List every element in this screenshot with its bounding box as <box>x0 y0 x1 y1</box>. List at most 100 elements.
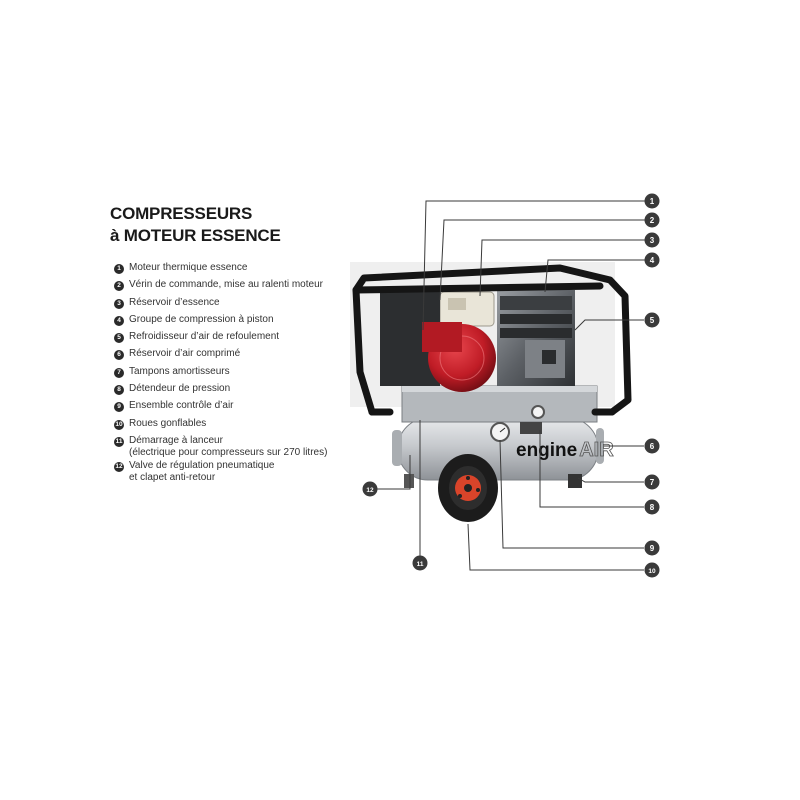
legend-text-line: Tampons amortisseurs <box>129 365 230 377</box>
callout-marker: 4 <box>644 252 660 268</box>
legend-text: Détendeur de pression <box>129 383 230 396</box>
legend-text: Refroidisseur d’air de refoulement <box>129 331 279 344</box>
legend-text-line: Roues gonflables <box>129 417 207 429</box>
legend-item: 3 Réservoir d’essence <box>114 297 374 314</box>
legend-text: Groupe de compression à piston <box>129 314 274 327</box>
petrol-engine <box>380 290 496 392</box>
legend-item: 4 Groupe de compression à piston <box>114 314 374 331</box>
legend-text: Ensemble contrôle d’air <box>129 400 234 413</box>
callout-circle <box>362 481 378 497</box>
callout-marker: 6 <box>644 438 660 454</box>
legend-item: 9 Ensemble contrôle d’air <box>114 400 374 417</box>
callout-circle <box>644 212 660 228</box>
callout-marker: 7 <box>644 474 660 490</box>
callout-marker: 8 <box>644 499 660 515</box>
callout-circle <box>644 193 660 209</box>
legend-text: Démarrage à lanceur(électrique pour comp… <box>129 435 327 460</box>
callout-number: 6 <box>650 442 655 451</box>
legend-text-line: Réservoir d’air comprimé <box>129 348 241 360</box>
foot-damper <box>568 474 582 488</box>
diagram-title: COMPRESSEURS à MOTEUR ESSENCE <box>110 203 370 247</box>
air-control-assembly <box>490 405 545 442</box>
callout-circle <box>644 499 660 515</box>
legend-item: 8 Détendeur de pression <box>114 383 374 400</box>
callout-number: 4 <box>650 256 655 265</box>
leader-lines <box>376 200 647 571</box>
legend-text-line: Groupe de compression à piston <box>129 313 274 325</box>
legend-number-badge: 3 <box>114 298 124 309</box>
legend-text-line: Refroidisseur d’air de refoulement <box>129 331 280 343</box>
legend-item: 7 Tampons amortisseurs <box>114 366 374 383</box>
callout-circle <box>412 555 428 571</box>
legend-item: 1 Moteur thermique essence <box>114 262 374 279</box>
callout-circle <box>644 562 660 578</box>
brand-word: engine <box>516 440 577 461</box>
legend-number-badge: 4 <box>114 315 124 326</box>
legend-text: Réservoir d’essence <box>129 297 220 310</box>
callout-number: 7 <box>650 478 655 487</box>
callout-circle <box>644 232 660 248</box>
callout-marker: 9 <box>644 540 660 556</box>
legend-number-badge: 7 <box>114 367 124 378</box>
legend-text-line: Ensemble contrôle d’air <box>129 400 234 412</box>
callout-number: 8 <box>650 503 655 512</box>
legend-text-line: Moteur thermique essence <box>129 262 248 273</box>
legend-text-line: Détendeur de pression <box>129 383 231 395</box>
wheel <box>438 454 498 522</box>
callout-circle <box>644 252 660 268</box>
callout-number: 1 <box>650 197 655 206</box>
legend-number-badge: 12 <box>114 461 124 472</box>
callout-marker: 11 <box>412 555 428 571</box>
callout-number: 12 <box>366 487 374 494</box>
callout-circle <box>644 312 660 328</box>
parts-legend: 1 Moteur thermique essence 2 Vérin de comma… <box>114 262 374 485</box>
legend-text: Roues gonflables <box>129 418 206 431</box>
callout-marker: 2 <box>644 212 660 228</box>
callout-number: 2 <box>650 216 655 225</box>
legend-text: Réservoir d’air comprimé <box>129 348 240 361</box>
legend-number-badge: 2 <box>114 281 124 292</box>
legend-text-line: et clapet anti-retour <box>129 472 216 484</box>
legend-text: Moteur thermique essence <box>129 262 247 275</box>
legend-text-line: Démarrage à lanceur <box>129 434 223 446</box>
legend-number-badge: 10 <box>114 419 124 430</box>
legend-item: 11 Démarrage à lanceur(électrique pour co… <box>114 435 374 460</box>
legend-item: 2 Vérin de commande, mise au ralenti mote… <box>114 279 374 296</box>
legend-number-badge: 8 <box>114 385 124 396</box>
callout-number: 11 <box>417 561 424 568</box>
compressor-block <box>497 290 575 386</box>
callout-number: 3 <box>650 236 655 245</box>
legend-text-line: Vérin de commande, mise au ralenti moteu… <box>129 279 323 291</box>
legend-number-badge: 9 <box>114 402 124 413</box>
roll-cage <box>352 264 632 416</box>
callout-marker: 1 <box>644 193 660 209</box>
brand-suffix: AIR <box>579 439 614 461</box>
title-line-1: COMPRESSEURS <box>110 204 253 223</box>
callout-circle <box>644 438 660 454</box>
callout-number: 9 <box>650 544 655 553</box>
callout-circle <box>644 474 660 490</box>
callout-marker: 5 <box>644 312 660 328</box>
legend-item: 10 Roues gonflables <box>114 418 374 435</box>
legend-item: 6 Réservoir d’air comprimé <box>114 348 374 365</box>
legend-text-line: (électrique pour compresseurs sur 270 li… <box>129 447 328 459</box>
callout-circle <box>644 540 660 556</box>
legend-text: Vérin de commande, mise au ralenti moteu… <box>129 279 323 292</box>
callout-marker: 10 <box>644 562 660 578</box>
title-line-2: à MOTEUR ESSENCE <box>110 226 281 245</box>
legend-text: Tampons amortisseurs <box>129 366 230 379</box>
legend-text-line: Réservoir d’essence <box>129 296 220 308</box>
legend-number-badge: 11 <box>114 436 124 447</box>
callout-number: 5 <box>650 316 655 325</box>
legend-number-badge: 1 <box>114 264 124 274</box>
callout-marker: 12 <box>362 481 378 497</box>
legend-number-badge: 6 <box>114 350 124 361</box>
legend-text-line: Valve de régulation pneumatique <box>129 459 275 471</box>
callout-marker: 3 <box>644 232 660 248</box>
